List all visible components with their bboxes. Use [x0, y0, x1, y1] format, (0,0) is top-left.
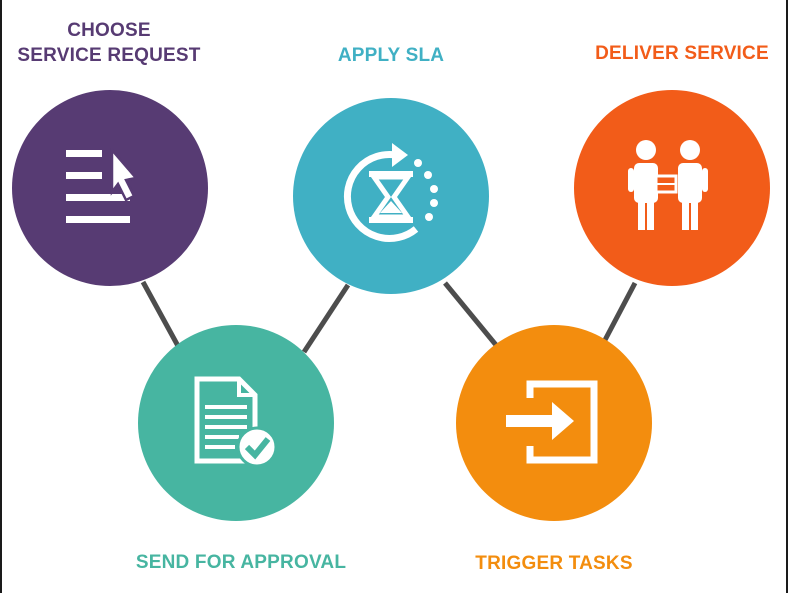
- step-trigger-circle: [456, 325, 652, 521]
- label-apply-sla: APPLY SLA: [337, 45, 445, 66]
- frame-left-edge: [0, 0, 2, 593]
- hourglass-refresh-icon: [343, 143, 438, 242]
- step-approval-circle: [138, 325, 334, 521]
- people-handover-icon: [628, 140, 708, 230]
- connector-apply-trigger: [443, 281, 498, 347]
- label-choose-line-2: SERVICE REQUEST: [17, 45, 201, 66]
- label-choose-line-1: CHOOSE: [67, 20, 151, 41]
- enter-arrow-icon: [506, 380, 598, 464]
- step-choose-circle: [12, 90, 208, 286]
- step-deliver-circle: [574, 90, 770, 286]
- menu-cursor-icon: [66, 148, 139, 223]
- connector-trigger-deliver: [602, 281, 638, 342]
- frame-right-edge: [786, 0, 788, 593]
- label-deliver-service: DELIVER SERVICE: [595, 43, 769, 64]
- step-apply-circle: [293, 98, 489, 294]
- connector-approval-apply: [301, 283, 351, 354]
- label-send-for-approval: SEND FOR APPROVAL: [135, 552, 347, 573]
- label-choose-service-request: CHOOSE SERVICE REQUEST: [0, 18, 218, 68]
- document-check-icon: [194, 376, 278, 468]
- connector-choose-approval: [140, 280, 181, 348]
- label-trigger-tasks: TRIGGER TASKS: [475, 553, 633, 574]
